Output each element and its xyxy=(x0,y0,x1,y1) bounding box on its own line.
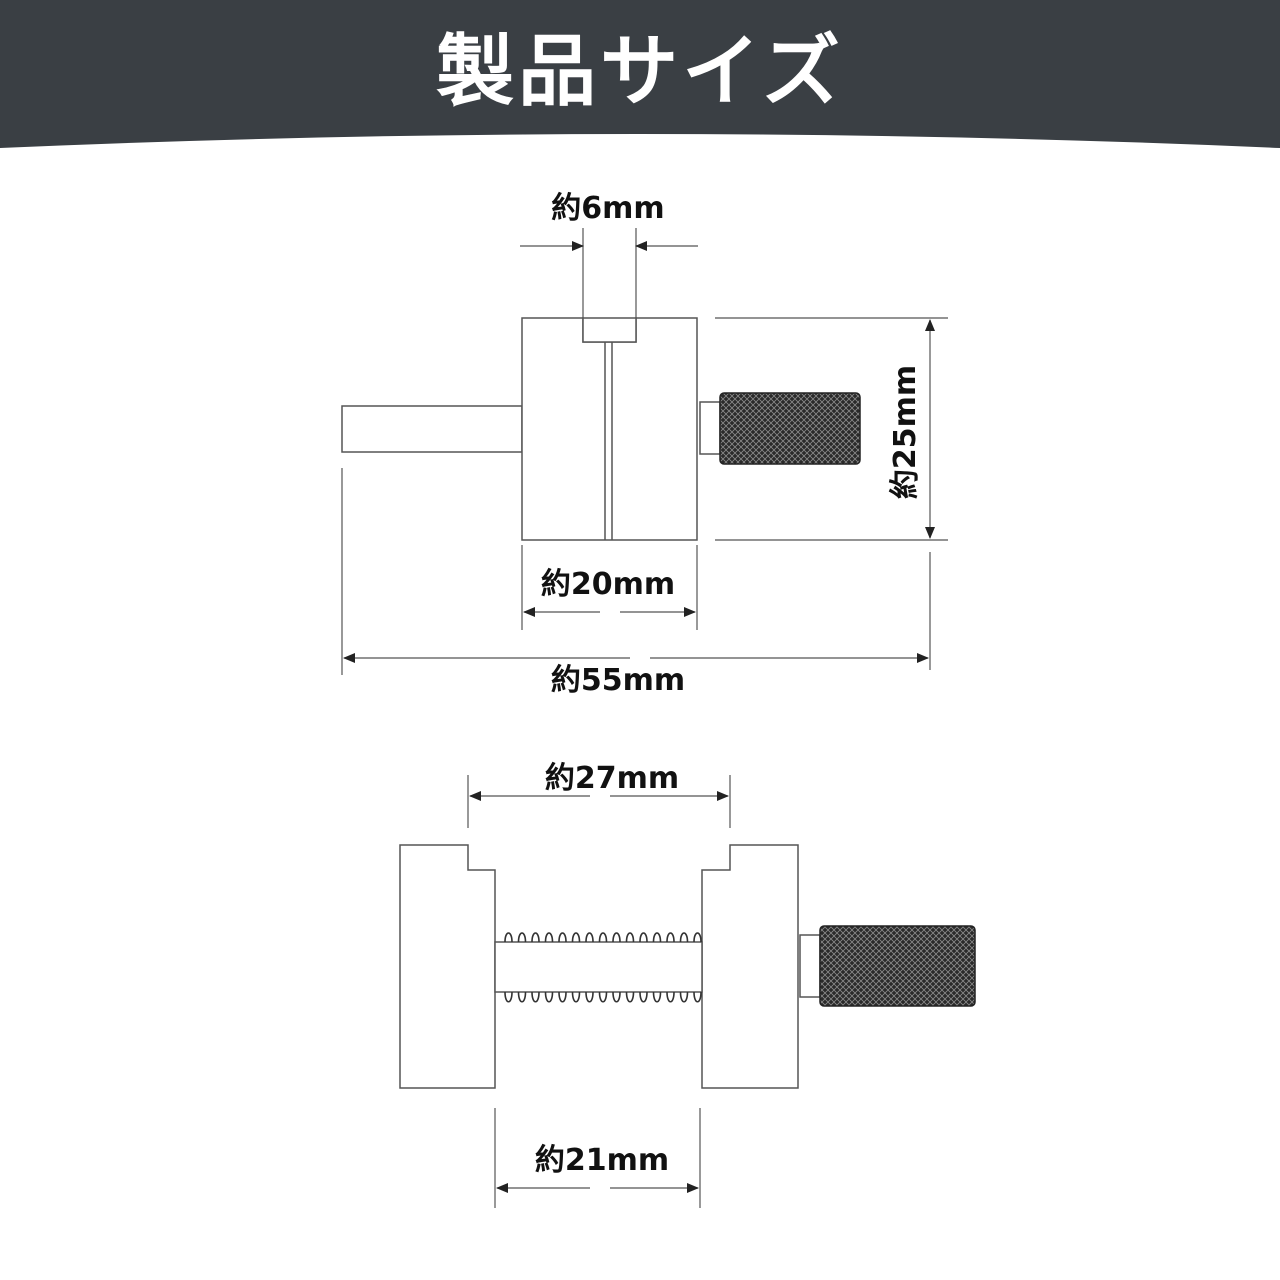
spring-coil-bottom xyxy=(585,991,594,1003)
spring-coil-top xyxy=(666,932,675,943)
spring-coil-top xyxy=(531,932,540,943)
header-background xyxy=(0,0,1280,148)
spring-coil-top xyxy=(679,932,689,943)
spring-coil-top xyxy=(652,932,662,943)
dim-total-length: 約55mm xyxy=(551,663,685,698)
spring-coil-bottom xyxy=(504,991,513,1003)
spring-coil-bottom xyxy=(612,991,621,1003)
bottom-dimension-lines xyxy=(467,775,731,1208)
spring-coil-top xyxy=(517,932,527,943)
bottom-right-jaw xyxy=(701,844,799,1089)
dim-outer-jaw-span: 約27mm xyxy=(545,761,679,796)
spring-coil-top xyxy=(504,932,513,943)
dim-block-width: 約20mm xyxy=(541,567,675,602)
bottom-view xyxy=(399,844,976,1089)
spring-coil-bottom xyxy=(625,991,635,1003)
bottom-left-jaw xyxy=(399,844,496,1089)
top-view xyxy=(341,317,861,541)
spring-coil-bottom xyxy=(571,991,581,1003)
spring-coil-top xyxy=(598,932,608,943)
page-title: 製品サイズ xyxy=(436,27,844,117)
spring-coil-top xyxy=(558,932,567,943)
spring-coil-top xyxy=(612,932,621,943)
spring-coil-bottom xyxy=(639,991,648,1003)
top-rod xyxy=(341,405,523,453)
header-banner: 製品サイズ xyxy=(0,0,1280,156)
spring xyxy=(504,932,702,1003)
spring-coil-bottom xyxy=(558,991,567,1003)
spring-coil-bottom xyxy=(531,991,540,1003)
spring-coil-bottom xyxy=(666,991,675,1003)
top-knurl-knob xyxy=(719,392,861,465)
bottom-rod xyxy=(494,941,703,993)
spring-coil-bottom xyxy=(679,991,689,1003)
bottom-collar xyxy=(799,934,821,998)
spring-coil-bottom xyxy=(517,991,527,1003)
bottom-knurl-knob xyxy=(819,925,976,1007)
spring-coil-bottom xyxy=(544,991,554,1003)
top-dimension-lines xyxy=(341,228,948,675)
spring-coil-top xyxy=(639,932,648,943)
dim-height: 約25mm xyxy=(888,365,923,499)
spring-coil-bottom xyxy=(693,991,702,1003)
spring-coil-top xyxy=(625,932,635,943)
spring-coil-top xyxy=(544,932,554,943)
dim-slot-width: 約6mm xyxy=(551,191,664,226)
top-main-block xyxy=(521,317,698,541)
spring-coil-bottom xyxy=(652,991,662,1003)
spring-coil-bottom xyxy=(598,991,608,1003)
top-slot-piece xyxy=(582,317,637,343)
spring-coil-top xyxy=(585,932,594,943)
spring-coil-top xyxy=(571,932,581,943)
dim-inner-jaw-gap: 約21mm xyxy=(535,1143,669,1178)
spring-coil-top xyxy=(693,932,702,943)
top-collar xyxy=(699,401,721,455)
